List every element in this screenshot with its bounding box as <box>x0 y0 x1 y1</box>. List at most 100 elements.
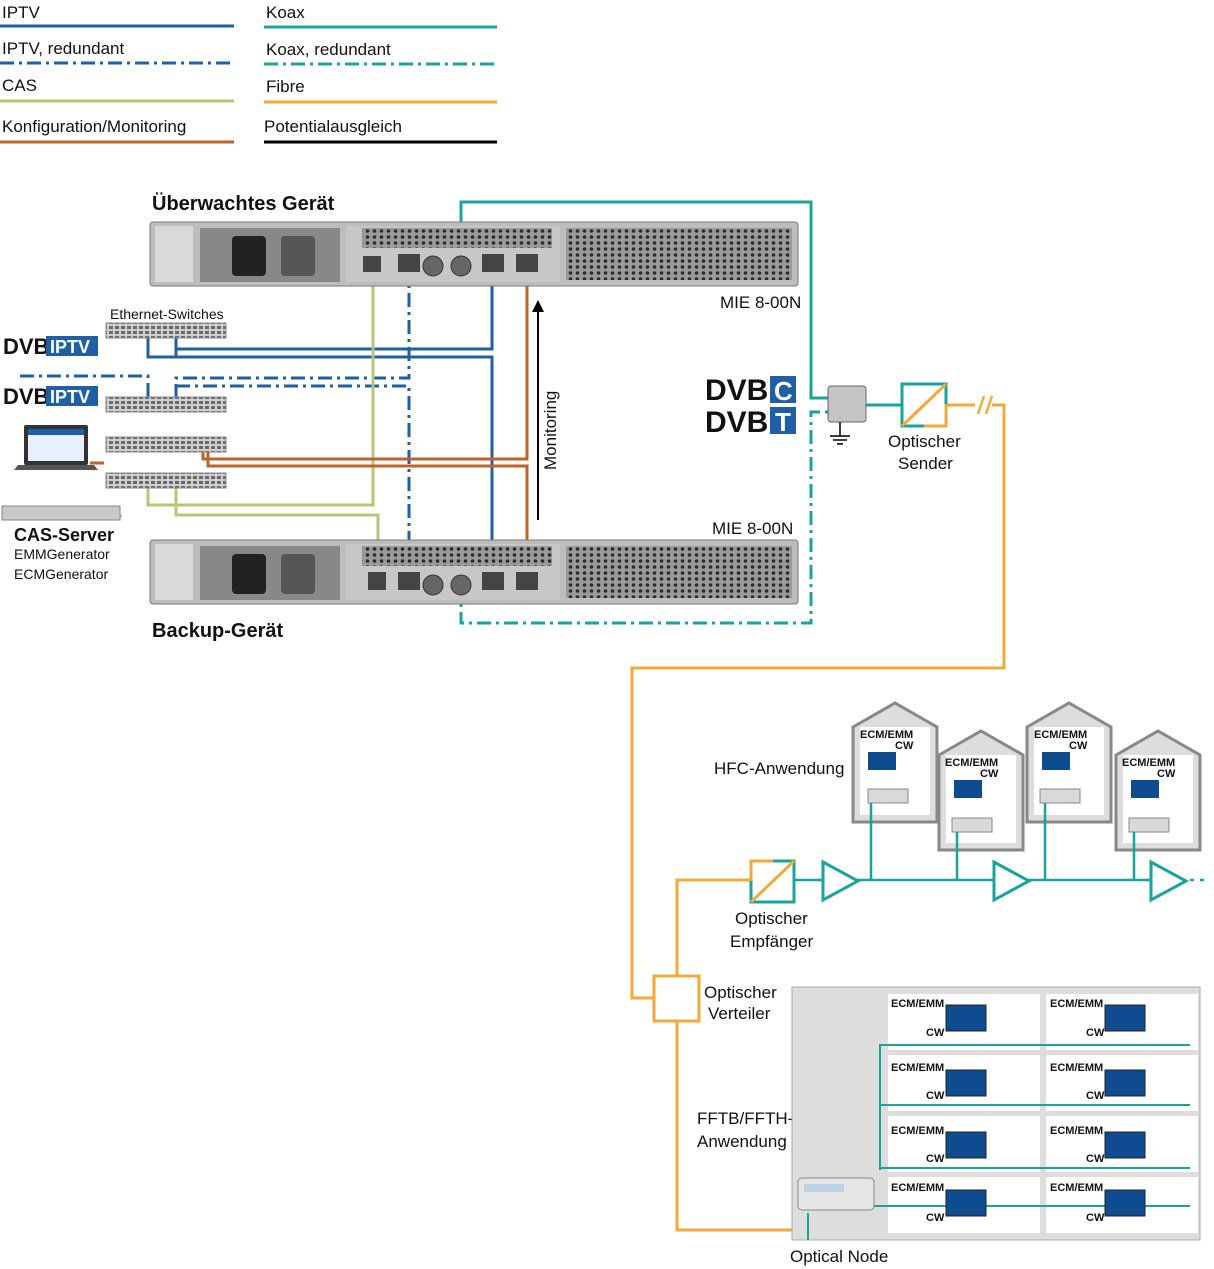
top-iptv-port <box>482 254 504 272</box>
svg-text:CW: CW <box>1086 1027 1105 1039</box>
legend-fibre-label: Fibre <box>266 77 305 96</box>
top-config-port <box>516 254 538 272</box>
svg-text:ECM/EMM: ECM/EMM <box>891 1062 944 1074</box>
svg-text:T: T <box>775 407 791 437</box>
top-iptv-red-port <box>398 254 420 272</box>
ecm-generator-label: ECMGenerator <box>14 566 108 582</box>
fftb-unit-6: ECM/EMM CW <box>1050 1125 1146 1165</box>
emm-generator-label: EMMGenerator <box>14 546 110 562</box>
svg-text:IPTV: IPTV <box>50 387 90 407</box>
legend-koax-label: Koax <box>266 3 305 22</box>
optical-node-label: Optical Node <box>790 1247 888 1266</box>
fftb-label-2: Anwendung <box>697 1132 787 1151</box>
device-backup: MIE 8-00N Backup-Gerät <box>149 519 799 642</box>
bottom-iptv-red-port <box>398 572 420 590</box>
switch-1 <box>105 322 227 339</box>
svg-text:CW: CW <box>926 1027 945 1039</box>
svg-text:ECM/EMM: ECM/EMM <box>860 729 913 741</box>
svg-text:IPTV: IPTV <box>50 337 90 357</box>
top-koax-port <box>450 255 472 277</box>
cas-server-label: CAS-Server <box>14 525 114 545</box>
legend-cas-label: CAS <box>2 76 37 95</box>
mie-top-label: MIE 8-00N <box>720 293 801 312</box>
fftb-unit-4: ECM/EMM CW <box>1050 1062 1146 1102</box>
legend-config-label: Konfiguration/Monitoring <box>2 117 186 136</box>
svg-text:CW: CW <box>1157 768 1176 780</box>
config-top-cable <box>201 266 529 461</box>
switch-3 <box>105 436 227 453</box>
svg-text:CW: CW <box>980 768 999 780</box>
hfc-label: HFC-Anwendung <box>714 759 844 778</box>
switch-2 <box>105 396 227 413</box>
svg-text:ECM/EMM: ECM/EMM <box>945 757 998 769</box>
optical-sender: Optischer Sender <box>888 382 994 473</box>
hfc-house-3: ECM/EMM CW <box>1025 701 1113 824</box>
monitored-title: Überwachtes Gerät <box>152 192 335 215</box>
svg-text:DVB: DVB <box>3 384 49 409</box>
hfc-house-2: ECM/EMM CW <box>937 729 1025 852</box>
optical-distributor: Optischer Verteiler <box>652 974 777 1023</box>
top-cas-port <box>363 256 381 272</box>
bottom-cas-port <box>368 572 386 590</box>
svg-text:CW: CW <box>1086 1212 1105 1224</box>
svg-text:ECM/EMM: ECM/EMM <box>891 998 944 1010</box>
laptop-icon <box>14 425 98 470</box>
svg-text:ECM/EMM: ECM/EMM <box>1034 729 1087 741</box>
hfc-house-1: ECM/EMM CW <box>851 701 939 824</box>
dvb-ct-logo: DVB C DVB T <box>705 374 796 439</box>
fibre-to-node <box>675 1021 800 1232</box>
fftb-label-1: FFTB/FFTH- <box>697 1109 793 1128</box>
amplifier-3 <box>1149 859 1190 903</box>
iptv-red-cable-1 <box>20 374 150 398</box>
opt-sender-label-1: Optischer <box>888 432 961 451</box>
dvb-iptv-logo-1: DVB IPTV <box>3 334 98 359</box>
opt-receiver-label-1: Optischer <box>735 909 808 928</box>
backup-title: Backup-Gerät <box>152 620 283 642</box>
svg-text:C: C <box>774 376 793 406</box>
config-bottom-cable <box>206 451 529 580</box>
svg-text:ECM/EMM: ECM/EMM <box>1050 1062 1103 1074</box>
fftb-unit-8: ECM/EMM CW <box>1050 1182 1146 1224</box>
optical-node-device <box>797 1177 875 1211</box>
switch-4 <box>105 472 227 489</box>
svg-text:ECM/EMM: ECM/EMM <box>1050 1182 1103 1194</box>
svg-text:DVB: DVB <box>3 334 49 359</box>
svg-text:CW: CW <box>1086 1090 1105 1102</box>
svg-text:CW: CW <box>1086 1153 1105 1165</box>
legend-iptv-label: IPTV <box>2 3 40 22</box>
iptv-top-cable <box>174 266 494 351</box>
svg-text:CW: CW <box>895 740 914 752</box>
device-monitored: Überwachtes Gerät MIE 8-00N <box>149 192 801 312</box>
iptv-bottom-cable <box>146 336 494 580</box>
monitoring-label: Monitoring <box>541 391 560 470</box>
amplifier-2 <box>992 859 1033 903</box>
left-equipment: Ethernet-Switches DVB IPTV DVB IPTV CAS-… <box>1 306 227 582</box>
svg-text:CW: CW <box>926 1153 945 1165</box>
svg-text:ECM/EMM: ECM/EMM <box>1050 1125 1103 1137</box>
legend: IPTV IPTV, redundant CAS Konfiguration/M… <box>0 3 497 144</box>
opt-dist-label-2: Verteiler <box>708 1004 771 1023</box>
svg-text:DVB: DVB <box>705 374 768 407</box>
cas-server-icon <box>1 505 121 521</box>
svg-text:ECM/EMM: ECM/EMM <box>1122 757 1175 769</box>
bottom-config-port <box>516 572 538 590</box>
mie-bottom-label: MIE 8-00N <box>712 519 793 538</box>
iptv-red-cable-2 <box>174 268 411 398</box>
hfc-houses: ECM/EMM CW ECM/EMM CW ECM/EMM CW EC <box>851 701 1202 852</box>
iptv-red-cable-3 <box>176 384 411 580</box>
optical-receiver: Optischer Empfänger <box>730 859 813 951</box>
eth-switches-label: Ethernet-Switches <box>110 306 224 322</box>
bottom-koax-port <box>450 574 472 596</box>
dvb-iptv-logo-2: DVB IPTV <box>3 384 98 409</box>
monitoring-arrow: Monitoring <box>532 300 560 520</box>
coax-splitter <box>827 385 867 445</box>
opt-sender-label-2: Sender <box>898 454 953 473</box>
amplifier-1 <box>821 859 862 903</box>
fibre-to-receiver <box>675 878 751 976</box>
fftb-unit-1: ECM/EMM CW <box>891 998 987 1039</box>
